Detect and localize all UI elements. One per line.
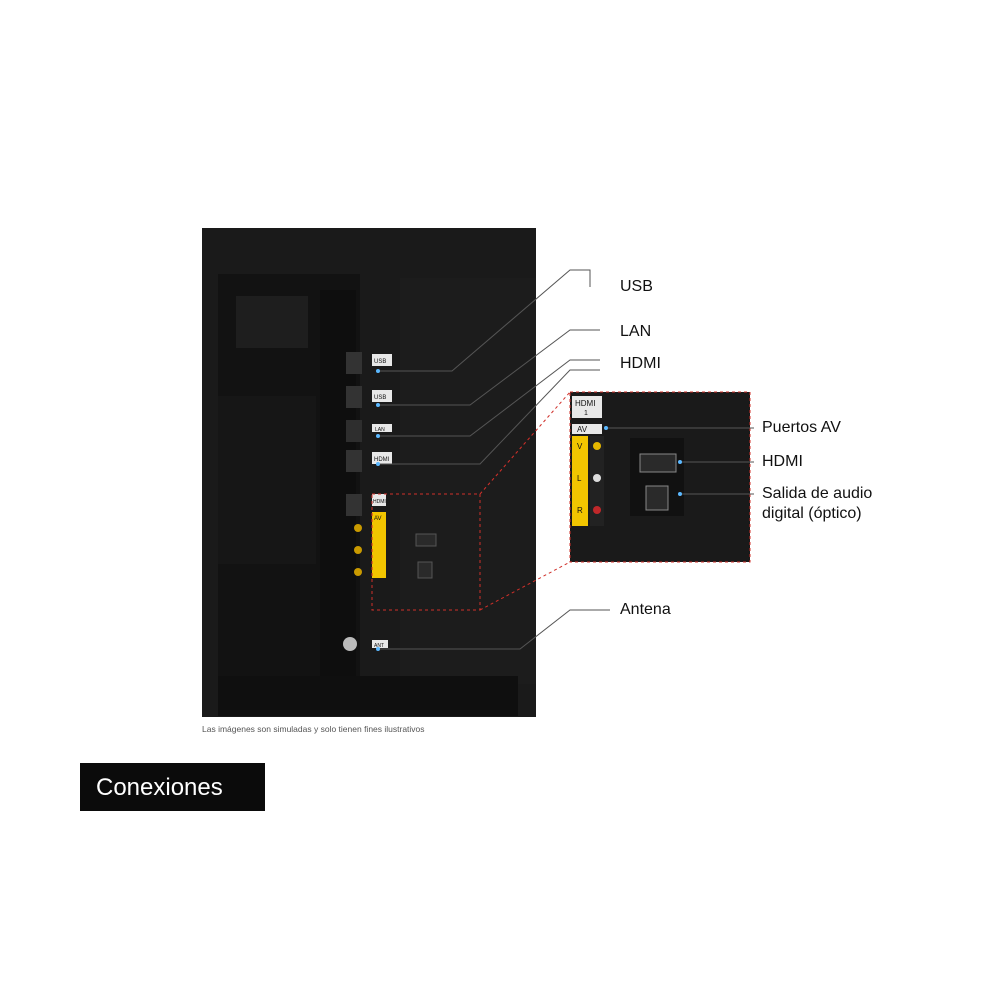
tag-text-hdmi2: HDMI [374,457,390,463]
tag-usb1 [372,354,392,366]
zoom-connector-top [479,391,571,495]
dot-optical [678,492,682,496]
dot-av [604,426,608,430]
zoom-tag-hdmi1 [572,396,602,418]
callout-hdmi: HDMI [620,355,661,372]
label-sticker [236,296,308,348]
zoom-hdmi-port [639,453,677,473]
leader-hdmi [378,369,600,465]
av-highlight-box [371,493,481,611]
av-jack-right [354,568,362,576]
lan-port [346,420,362,442]
av-jack-video [354,524,362,532]
section-title: Conexiones [96,774,223,801]
zoom-marker-r: R [577,506,583,515]
hdmi-port-2 [346,450,362,472]
zoom-marker-v: V [577,442,583,451]
hdmi-port-1 [346,494,362,516]
tag-lan [372,424,392,432]
section-title-box: Conexiones [80,763,265,811]
leader-lan [378,329,600,406]
leader-dots [376,369,682,651]
callout-zoom-hdmi: HDMI [762,453,803,470]
dot-hdmi [376,462,380,466]
zoom-connector-bottom [479,561,571,611]
right-panel [400,278,536,684]
tag-text-hdmi1: HDMI [373,499,386,505]
dot-lan [376,403,380,407]
av-jack-left [354,546,362,554]
tag-text-av: AV [374,516,382,522]
dot-zoom-hdmi [678,460,682,464]
callout-usb: USB [620,278,653,295]
zoom-av-yellow [572,436,588,526]
dot-lan2 [376,434,380,438]
leader-lan2 [378,359,600,437]
zoom-marker-l: L [577,474,582,483]
tag-text-usb2: USB [374,395,386,401]
zoom-optical-port [645,485,669,511]
callout-av-ports: Puertos AV [762,419,841,436]
zoom-tag-text-hdmi: HDMI [575,399,595,408]
zoom-tag-av [572,424,602,434]
leader-lines [378,269,754,650]
tag-ant [372,640,388,648]
tag-text-ant: ANT [374,643,384,649]
callout-antenna: Antena [620,601,671,618]
zoom-tag-text-av: AV [577,425,588,434]
optical-port-side [417,561,433,579]
av-yellow-strip [372,512,386,578]
tag-hdmi1 [372,494,386,506]
leader-usb [378,269,591,372]
leader-antenna [378,609,610,650]
callout-lan: LAN [620,323,652,340]
panel-block [218,396,316,564]
tag-usb2 [372,390,392,402]
hdmi-port-side [415,533,437,547]
tag-hdmi2 [372,452,392,464]
port-column [320,290,356,680]
tag-text-usb1: USB [374,359,386,365]
zoom-jack-left [593,474,601,482]
usb-port-2 [346,386,362,408]
zoom-tag-text-hdmi-num: 1 [584,410,588,417]
tag-text-lan: LAN [375,427,385,433]
dot-antenna [376,647,380,651]
antenna-connector [343,637,357,651]
bottom-base [218,676,518,716]
disclaimer-text: Las imágenes son simuladas y solo tienen… [202,724,425,734]
usb-port-1 [346,352,362,374]
zoom-jack-right [593,506,601,514]
dot-usb [376,369,380,373]
callout-optical: Salida de audio digital (óptico) [762,485,873,522]
zoom-jack-video [593,442,601,450]
